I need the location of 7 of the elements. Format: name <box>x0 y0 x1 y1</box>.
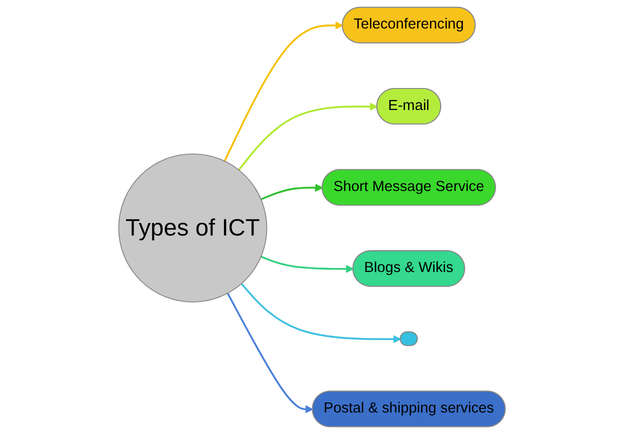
arrow <box>224 21 344 162</box>
arrow <box>240 283 402 344</box>
arrow <box>260 184 323 200</box>
arrow <box>260 256 354 273</box>
node-circle: Types of ICT <box>118 153 268 302</box>
arrow <box>226 292 314 414</box>
arrow <box>238 102 378 171</box>
